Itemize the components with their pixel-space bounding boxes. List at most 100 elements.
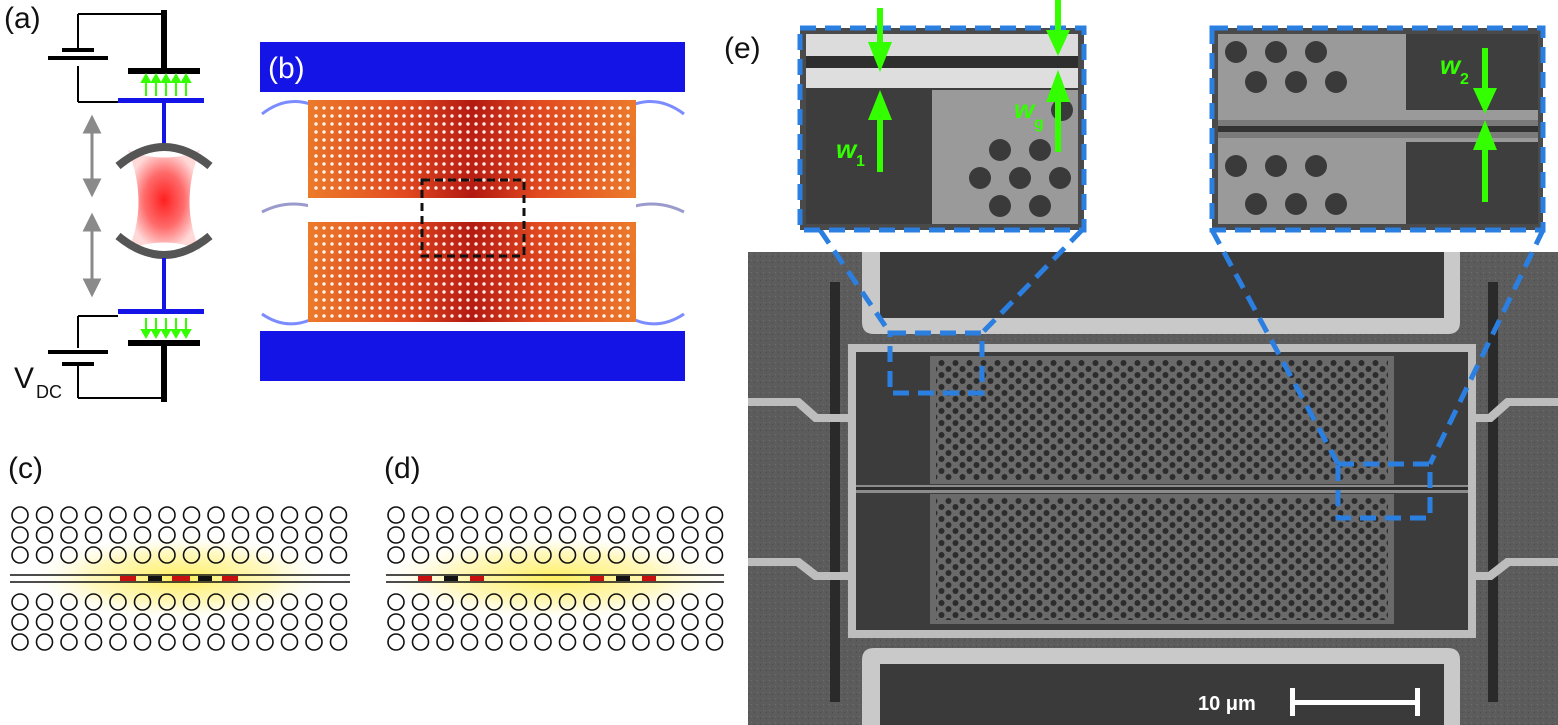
lattice-hole <box>607 546 626 564</box>
lattice-hole <box>460 506 479 524</box>
lattice-hole <box>509 526 528 544</box>
lattice-hole <box>436 633 454 651</box>
lattice-hole <box>509 613 528 631</box>
lattice-hole <box>231 633 250 651</box>
lattice-hole <box>705 526 724 544</box>
lattice-hole <box>84 613 103 631</box>
lattice-hole <box>607 506 626 524</box>
lattice-hole <box>681 506 699 524</box>
lattice-hole <box>158 593 176 611</box>
lattice-hole <box>656 593 675 611</box>
lattice-hole <box>485 546 503 564</box>
lattice-hole <box>632 633 650 651</box>
lattice-hole <box>534 613 552 631</box>
sem-top-electrode <box>862 252 1460 334</box>
lattice-hole <box>280 593 299 611</box>
lattice-hole <box>84 526 103 544</box>
lattice-hole <box>60 613 78 631</box>
top-battery-short-plate <box>62 48 94 52</box>
lattice-hole <box>681 593 699 611</box>
lattice-hole <box>607 526 626 544</box>
top-tether <box>162 103 166 145</box>
lattice-hole <box>460 633 479 651</box>
top-membrane-electrode <box>118 98 204 103</box>
top-electrode-bar <box>260 42 685 92</box>
lattice-hole <box>60 526 78 544</box>
cavity-bottom-mirror <box>115 232 213 259</box>
zoom-region-box <box>420 178 526 258</box>
sem-zoom-box-right <box>1335 461 1433 521</box>
lattice-hole <box>705 633 724 651</box>
panel-label-a: (a) <box>4 2 41 35</box>
vdc-label-main: V <box>14 362 34 395</box>
lattice-hole <box>109 633 127 651</box>
lattice-hole <box>436 593 454 611</box>
lattice-hole <box>329 546 348 564</box>
panel-e-sem: w 1 w g w 2 <box>748 0 1558 725</box>
w1-arrows <box>868 0 1070 172</box>
lattice-hole <box>207 506 225 524</box>
lattice-hole <box>632 506 650 524</box>
panel-label-b: (b) <box>268 52 305 85</box>
w2-label-sub: 2 <box>1460 71 1469 88</box>
lattice-hole <box>705 613 724 631</box>
lattice-hole <box>411 546 430 564</box>
lattice-hole <box>256 613 274 631</box>
lattice-hole <box>109 613 127 631</box>
lattice-hole <box>109 546 127 564</box>
lattice-hole <box>583 593 601 611</box>
lattice-hole <box>436 546 454 564</box>
wg-label-sub: g <box>1034 115 1044 132</box>
lattice-hole <box>158 613 176 631</box>
lattice-hole <box>485 633 503 651</box>
motion-arrows <box>82 114 102 298</box>
lattice-hole <box>158 526 176 544</box>
panel-d-mode-profile <box>380 506 730 651</box>
lattice-hole <box>158 506 176 524</box>
slot-gap <box>308 198 636 222</box>
lattice-hole <box>35 526 54 544</box>
lattice-hole <box>11 506 29 524</box>
top-electrode-plate <box>128 68 200 74</box>
lattice-hole <box>485 593 503 611</box>
lattice-hole <box>109 593 127 611</box>
lattice-hole <box>460 613 479 631</box>
lattice-hole <box>509 506 528 524</box>
panel-c-mode-profile <box>10 506 350 651</box>
lattice-hole <box>35 546 54 564</box>
lattice-hole <box>84 506 103 524</box>
lattice-hole <box>558 613 577 631</box>
lattice-hole <box>11 613 29 631</box>
bottom-tether <box>162 258 166 310</box>
lattice-hole <box>305 526 323 544</box>
inset-right: w 2 <box>1209 25 1546 233</box>
panel-label-c: (c) <box>8 452 43 485</box>
lattice-hole <box>558 633 577 651</box>
lattice-hole <box>681 633 699 651</box>
lattice-hole <box>182 506 201 524</box>
lattice-hole <box>681 613 699 631</box>
lattice-hole <box>329 633 348 651</box>
lattice-hole <box>632 613 650 631</box>
lattice-hole <box>231 593 250 611</box>
lattice-hole <box>305 613 323 631</box>
lattice-hole <box>280 526 299 544</box>
lattice-hole <box>411 593 430 611</box>
lattice-hole <box>84 593 103 611</box>
lattice-hole <box>705 506 724 524</box>
lattice-hole <box>460 526 479 544</box>
lattice-hole <box>256 546 274 564</box>
lattice-hole <box>11 526 29 544</box>
field-hotspots-d <box>418 576 656 581</box>
lattice-hole <box>256 633 274 651</box>
lattice-hole <box>207 633 225 651</box>
lattice-hole <box>583 526 601 544</box>
lattice-hole <box>387 526 405 544</box>
lattice-hole <box>60 506 78 524</box>
scale-bar: 10 μm <box>1198 688 1420 716</box>
lattice-hole <box>656 613 675 631</box>
lattice-hole <box>182 613 201 631</box>
lattice-hole <box>133 633 152 651</box>
top-battery-long-plate <box>48 56 108 60</box>
lattice-hole <box>35 613 54 631</box>
